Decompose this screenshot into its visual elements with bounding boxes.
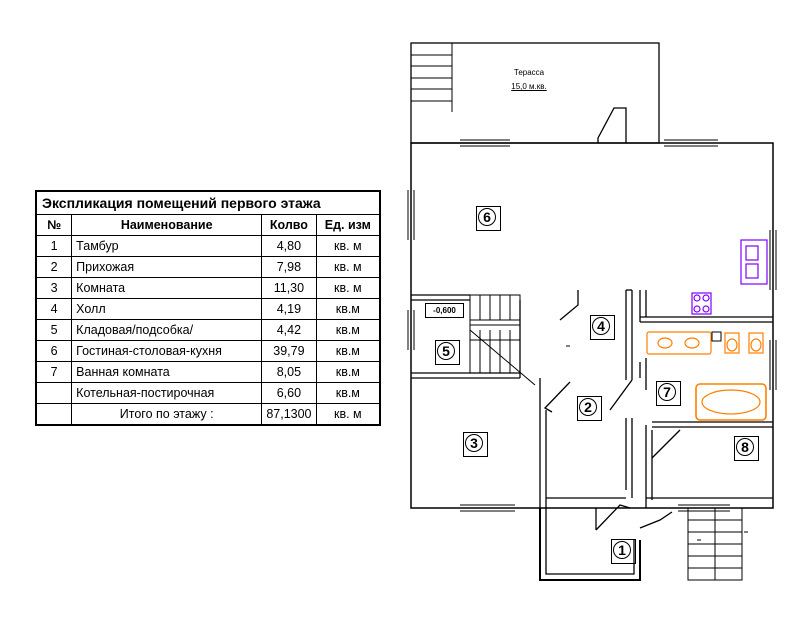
row-name: Гостиная-столовая-кухня bbox=[71, 340, 263, 362]
header-num: № bbox=[37, 215, 73, 236]
row-unit: кв.м bbox=[315, 340, 379, 362]
table-row: 4 Холл 4,19 кв.м bbox=[37, 298, 379, 320]
outer-walls bbox=[410, 142, 774, 509]
explication-table: Экспликация помещений первого этажа № На… bbox=[35, 190, 381, 426]
row-num bbox=[37, 382, 73, 404]
total-label: Итого по этажу : bbox=[71, 403, 263, 424]
row-name: Прихожая bbox=[71, 256, 263, 278]
kitchen-fixtures bbox=[691, 239, 768, 315]
table-row: 1 Тамбур 4,80 кв. м bbox=[37, 235, 379, 257]
table-row: 6 Гостиная-столовая-кухня 39,79 кв.м bbox=[37, 340, 379, 362]
row-name: Ванная комната bbox=[71, 361, 263, 383]
windows bbox=[407, 139, 777, 512]
terrace-area: 15,0 м.кв. bbox=[511, 82, 547, 91]
room-marker-8: 8 bbox=[734, 436, 759, 461]
row-qty: 4,19 bbox=[261, 298, 317, 320]
row-name: Тамбур bbox=[71, 235, 263, 257]
wall bbox=[609, 379, 633, 411]
row-unit: кв.м bbox=[315, 361, 379, 383]
row-qty: 4,80 bbox=[261, 235, 317, 257]
row-unit: кв. м bbox=[315, 277, 379, 299]
row-unit: кв. м bbox=[315, 256, 379, 278]
room-marker-6: 6 bbox=[476, 206, 501, 231]
row-unit: кв.м bbox=[315, 319, 379, 341]
row-num: 1 bbox=[37, 235, 73, 257]
porch bbox=[539, 504, 673, 581]
row-name: Комната bbox=[71, 277, 263, 299]
room-marker-3: 3 bbox=[463, 432, 488, 457]
header-name: Наименование bbox=[71, 215, 263, 236]
porch-stairs bbox=[687, 507, 743, 581]
row-name: Холл bbox=[71, 298, 263, 320]
row-qty: 8,05 bbox=[261, 361, 317, 383]
row-qty: 4,42 bbox=[261, 319, 317, 341]
bath-small-box bbox=[711, 331, 722, 342]
row-num: 3 bbox=[37, 277, 73, 299]
row-qty: 7,98 bbox=[261, 256, 317, 278]
header-unit: Ед. изм bbox=[315, 215, 379, 236]
terrace-door bbox=[597, 107, 627, 143]
header-qty: Колво bbox=[261, 215, 317, 236]
total-empty-cell bbox=[37, 403, 73, 424]
table-row: Котельная-постирочная 6,60 кв.м bbox=[37, 382, 379, 404]
room-marker-4: 4 bbox=[590, 315, 615, 340]
row-qty: 39,79 bbox=[261, 340, 317, 362]
row-name: Кладовая/подсобка/ bbox=[71, 319, 263, 341]
table-header-row: № Наименование Колво Ед. изм bbox=[37, 215, 379, 236]
row-num: 6 bbox=[37, 340, 73, 362]
room-marker-2: 2 bbox=[577, 396, 602, 421]
row-unit: кв.м bbox=[315, 298, 379, 320]
row-qty: 6,60 bbox=[261, 382, 317, 404]
table-row: 5 Кладовая/подсобка/ 4,42 кв.м bbox=[37, 319, 379, 341]
row-num: 4 bbox=[37, 298, 73, 320]
table-row: 3 Комната 11,30 кв. м bbox=[37, 277, 379, 299]
bath-fixtures bbox=[646, 331, 767, 421]
total-unit: кв. м bbox=[315, 403, 379, 424]
table-row: 7 Ванная комната 8,05 кв.м bbox=[37, 361, 379, 383]
terrace-name: Терасса bbox=[513, 68, 545, 77]
total-qty: 87,1300 bbox=[261, 403, 317, 424]
row-unit: кв. м bbox=[315, 235, 379, 257]
row-unit: кв.м bbox=[315, 382, 379, 404]
row-qty: 11,30 bbox=[261, 277, 317, 299]
terrace-stairs bbox=[411, 43, 453, 112]
wall bbox=[543, 381, 571, 413]
room-marker-7: 7 bbox=[656, 381, 681, 406]
row-num: 5 bbox=[37, 319, 73, 341]
row-num: 7 bbox=[37, 361, 73, 383]
table-row: 2 Прихожая 7,98 кв. м bbox=[37, 256, 379, 278]
explication-title: Экспликация помещений первого этажа bbox=[37, 192, 379, 215]
terrace-label: Терасса 15,0 м.кв. bbox=[494, 66, 564, 94]
wall bbox=[651, 429, 681, 459]
room-marker-1: 1 bbox=[611, 539, 636, 564]
room-marker-5: 5 bbox=[435, 340, 460, 365]
wall bbox=[559, 290, 579, 321]
row-name: Котельная-постирочная bbox=[71, 382, 263, 404]
table-total-row: Итого по этажу : 87,1300 кв. м bbox=[37, 403, 379, 424]
interior-stairs bbox=[469, 294, 536, 386]
level-mark: -0,600 bbox=[425, 303, 464, 318]
row-num: 2 bbox=[37, 256, 73, 278]
